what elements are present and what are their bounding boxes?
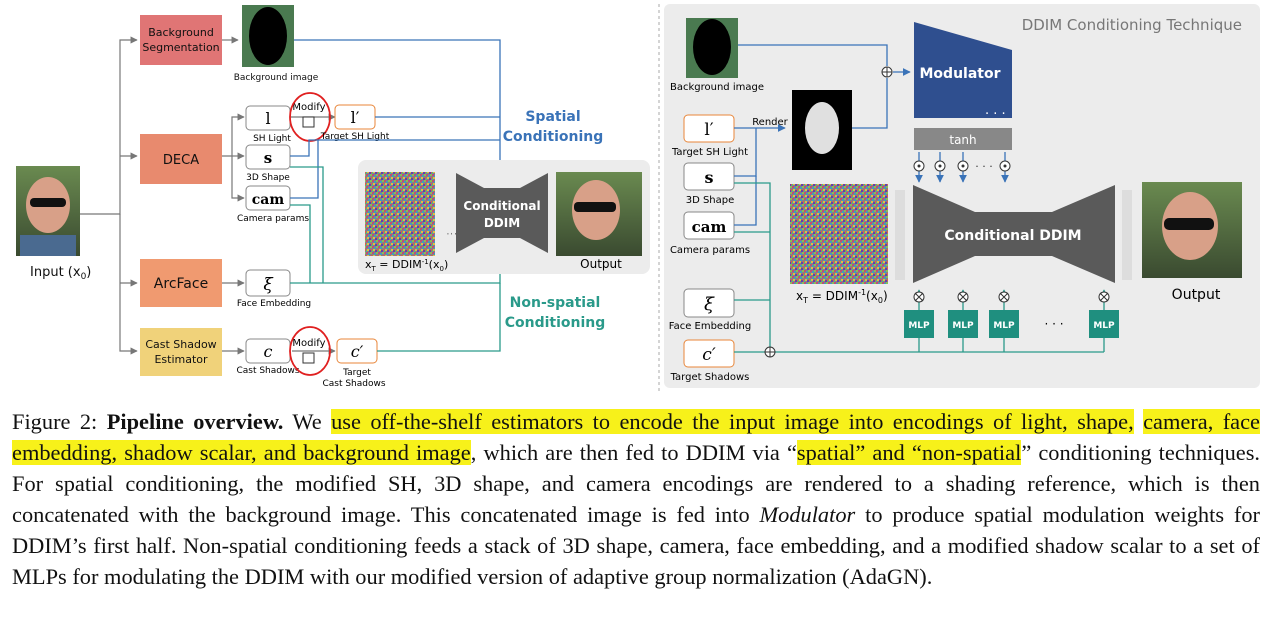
target-c-label-1: Target (342, 368, 371, 378)
mlp-ellipsis: · · · (1044, 317, 1063, 331)
caption-highlight: use off-the-shelf estimators to encode t… (331, 409, 1134, 434)
left-xt-label: xT = DDIM-1(x0) (365, 258, 448, 273)
left-panel: Input (x0) Background Segmentation DECA … (16, 5, 650, 389)
bg-seg-box (140, 15, 222, 65)
render-label: Render (752, 117, 788, 128)
nonspatial-label-2: Conditioning (505, 315, 606, 331)
modulator-shape (914, 22, 1012, 118)
input-photo (16, 166, 80, 256)
tanh-box (914, 128, 1012, 150)
right-xi-label: Face Embedding (669, 321, 752, 332)
shape-label: 3D Shape (246, 173, 290, 183)
modify-circle-top (289, 92, 331, 142)
target-sh-label: Target SH Light (320, 132, 390, 142)
modulator-dots: · · · (985, 107, 1006, 122)
deca-box (140, 134, 222, 184)
ddim-label-1: Conditional (463, 199, 540, 213)
caption-text: to produce spatial modulation weights fo… (12, 502, 1260, 589)
caption-italic: Modulator (759, 502, 856, 527)
caption-text: We (283, 409, 332, 434)
right-xi-symbol: ξ (704, 294, 715, 315)
arcface-box (140, 259, 222, 307)
spatial-label-2: Conditioning (503, 129, 604, 145)
cast-shadow-box (140, 328, 222, 376)
target-c-symbol: c′ (351, 342, 364, 361)
mlp-stack (904, 310, 1119, 338)
output-photo (556, 172, 642, 256)
mlp-label: MLP (993, 321, 1015, 331)
caption-text: ” conditioning techniques. For spatial c… (12, 440, 1261, 527)
spatial-label-1: Spatial (525, 109, 580, 125)
right-output-label: Output (1172, 287, 1221, 303)
figure-number: Figure 2: (12, 409, 107, 434)
right-cam-symbol: cam (692, 218, 727, 236)
right-shape-label: 3D Shape (686, 195, 735, 206)
shape-box (245, 144, 291, 170)
pipeline-figure: Input (x0) Background Segmentation DECA … (16, 4, 1260, 392)
cast-shadow-label-2: Estimator (154, 353, 208, 366)
target-c-label-2: Cast Shadows (322, 379, 385, 389)
arcface-label: ArcFace (154, 276, 208, 292)
edit-icon (302, 352, 315, 364)
right-target-sh-symbol: l′ (704, 120, 713, 140)
right-target-c-box (683, 339, 735, 368)
target-sh-symbol: l′ (351, 108, 360, 127)
right-shape-symbol: s (704, 168, 713, 187)
shape-symbol: s (264, 149, 272, 167)
right-panel-title: DDIM Conditioning Technique (1022, 16, 1242, 34)
mlp-label: MLP (1093, 321, 1115, 331)
modify-label-top: Modify (292, 102, 325, 113)
right-target-c-label: Target Shadows (670, 372, 750, 383)
left-output-label: Output (580, 257, 622, 271)
caption-title: Pipeline overview. (106, 409, 284, 434)
bg-seg-label-2: Segmentation (142, 41, 219, 54)
conditional-ddim-shape (456, 173, 548, 253)
modify-label-bottom: Modify (292, 338, 325, 349)
figure-caption: Figure 2: Pipeline overview. We use off-… (12, 406, 1260, 592)
right-xi-box (683, 288, 735, 318)
right-output-photo (1142, 182, 1242, 278)
c-symbol: c (264, 342, 273, 361)
sh-light-label: SH Light (253, 134, 291, 144)
ddim-left-dots: · · · (447, 228, 457, 242)
right-noise-image (790, 184, 888, 284)
cam-label: Camera params (237, 214, 309, 224)
right-panel: DDIM Conditioning Technique Background i… (447, 4, 1260, 388)
caption-text: , which are then fed to DDIM via “ (470, 440, 797, 465)
sh-light-symbol: l (265, 109, 270, 128)
nonspatial-label-1: Non-spatial (510, 295, 601, 311)
deca-label: DECA (163, 153, 199, 168)
c-label: Cast Shadows (236, 366, 299, 376)
right-cam-label: Camera params (670, 245, 750, 256)
edit-icon (302, 116, 315, 128)
input-label: Input (x0) (30, 265, 91, 282)
multiply-ellipsis: · · · (975, 160, 992, 173)
caption-highlight: spatial” and “non-spatial (796, 440, 1022, 465)
bg-seg-label-1: Background (148, 26, 214, 39)
xi-label: Face Embedding (237, 299, 311, 309)
modulator-label: Modulator (920, 66, 1001, 82)
cast-shadow-label-1: Cast Shadow (145, 338, 216, 351)
noise-image (365, 172, 435, 256)
bg-image-label: Background image (234, 73, 319, 83)
xi-symbol: ξ (263, 275, 274, 295)
cam-symbol: cam (252, 192, 285, 208)
right-conditional-ddim-shape (913, 185, 1115, 283)
mlp-label: MLP (908, 321, 930, 331)
right-ddim-label: Conditional DDIM (944, 228, 1081, 244)
right-target-sh-label: Target SH Light (671, 147, 748, 158)
right-xt-label: xT = DDIM-1(x0) (796, 288, 888, 305)
right-bg-image-label: Background image (670, 82, 764, 93)
mlp-label: MLP (952, 321, 974, 331)
tanh-label: tanh (949, 133, 976, 147)
right-target-c-symbol: c′ (702, 345, 716, 365)
modify-circle-bottom (289, 326, 331, 376)
ddim-label-2: DDIM (484, 216, 520, 230)
